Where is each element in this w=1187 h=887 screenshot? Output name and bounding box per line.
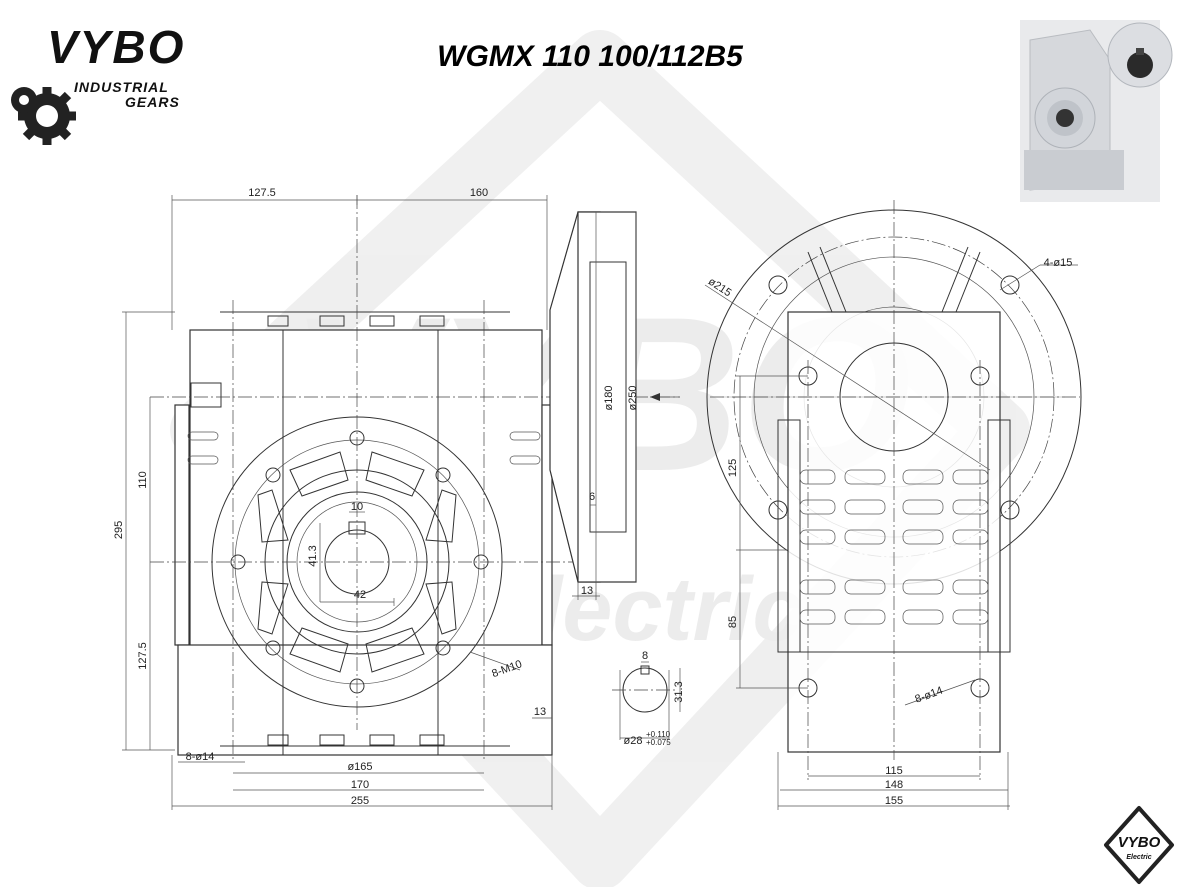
side-view: [706, 200, 1082, 780]
badge-brand: VYBO: [1118, 834, 1161, 851]
dim-shaft-height: 31.3: [673, 681, 685, 702]
dim-flange-250: ø250: [627, 385, 639, 410]
dim-shaft-tol-lower: +0.075: [646, 738, 671, 747]
dim-pitch-dia: ø165: [347, 761, 372, 773]
dim-flange-180: ø180: [603, 385, 615, 410]
dim-foot-holes: 8-ø14: [186, 751, 215, 763]
dim-side-125: 125: [727, 459, 739, 477]
gear-icon: [11, 87, 76, 145]
badge-sub: Electric: [1126, 854, 1151, 861]
front-view: [150, 195, 680, 760]
dim-height-total: 295: [113, 521, 125, 539]
dim-width-170: 170: [351, 779, 369, 791]
front-dimension-lines: [122, 195, 553, 810]
dim-side-115: 115: [885, 765, 903, 777]
dim-side-155: 155: [885, 795, 903, 807]
dim-height-upper: 110: [137, 471, 149, 489]
dim-top-right: 160: [470, 187, 488, 199]
logo-line2: GEARS: [125, 94, 180, 110]
dim-keyway-depth: 41.3: [307, 545, 319, 566]
dim-shaft-tol-upper: +0.110: [646, 730, 671, 739]
logo-brand: VYBO: [47, 21, 185, 73]
dim-bore: 42: [354, 589, 366, 601]
dim-side-85: 85: [727, 616, 739, 628]
vybo-logo: VYBO INDUSTRIAL GEARS: [11, 21, 185, 145]
dim-top-left: 127.5: [248, 187, 276, 199]
dim-keyway-width: 10: [351, 501, 363, 513]
dim-side-148: 148: [885, 779, 903, 791]
logo-line1: INDUSTRIAL: [74, 79, 169, 95]
shaft-detail: [612, 661, 681, 740]
dim-shaft-key: 8: [642, 650, 648, 662]
page-title: WGMX 110 100/112B5: [437, 40, 744, 73]
dim-height-lower: 127.5: [137, 642, 149, 670]
side-dimension-lines: [704, 264, 1078, 810]
product-photo: [1020, 20, 1173, 202]
vybo-electric-badge: VYBO Electric: [1104, 806, 1174, 884]
dim-flange-spigot: 6: [589, 491, 595, 503]
dim-shaft-dia: ø28: [624, 735, 643, 747]
dim-flange-thickness: 13: [581, 585, 593, 597]
dim-side-flange-holes: 4-ø15: [1044, 257, 1073, 269]
dim-width-255: 255: [351, 795, 369, 807]
flange-view: [549, 211, 680, 600]
dim-foot-thick: 13: [534, 706, 546, 718]
